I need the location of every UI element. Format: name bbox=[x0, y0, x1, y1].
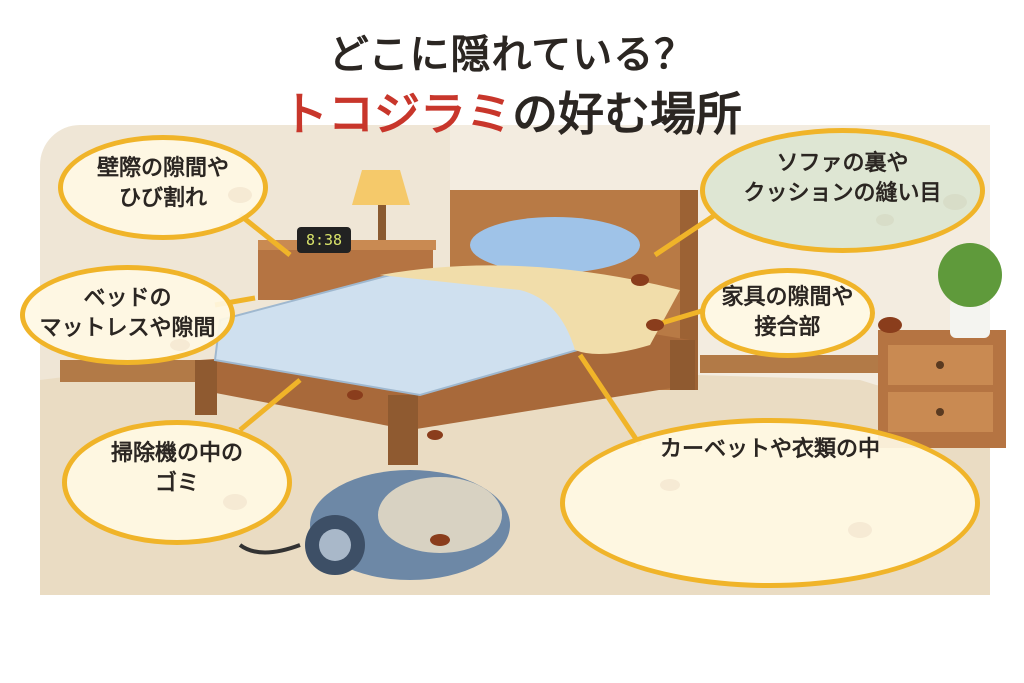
baseboard bbox=[60, 360, 210, 382]
pillow bbox=[470, 217, 640, 273]
plant bbox=[938, 243, 1002, 307]
title-line1: どこに隠れている？ bbox=[328, 32, 696, 78]
title-line2: トコジラミの好む場所 bbox=[0, 78, 1024, 144]
callout-sofa: ソファの裏やクッションの縫い目 bbox=[700, 128, 985, 253]
plant-pot bbox=[950, 300, 990, 338]
alarm-clock: 8:38 bbox=[297, 227, 351, 253]
callout-vacuum: 掃除機の中のゴミ bbox=[62, 420, 292, 545]
callout-furniture-joints: 家具の隙間や接合部 bbox=[700, 268, 875, 358]
lamp bbox=[378, 205, 386, 240]
callout-mattress: ベッドのマットレスや隙間 bbox=[20, 265, 235, 365]
title-highlight: トコジラミ bbox=[282, 87, 512, 141]
callout-wall-cracks: 壁際の隙間やひび割れ bbox=[58, 135, 268, 240]
callout-pointers bbox=[214, 212, 717, 447]
blanket bbox=[380, 265, 680, 354]
title-rest: の好む場所 bbox=[512, 87, 742, 141]
callout-carpet-clothes: カーベットや衣類の中 bbox=[560, 418, 980, 588]
